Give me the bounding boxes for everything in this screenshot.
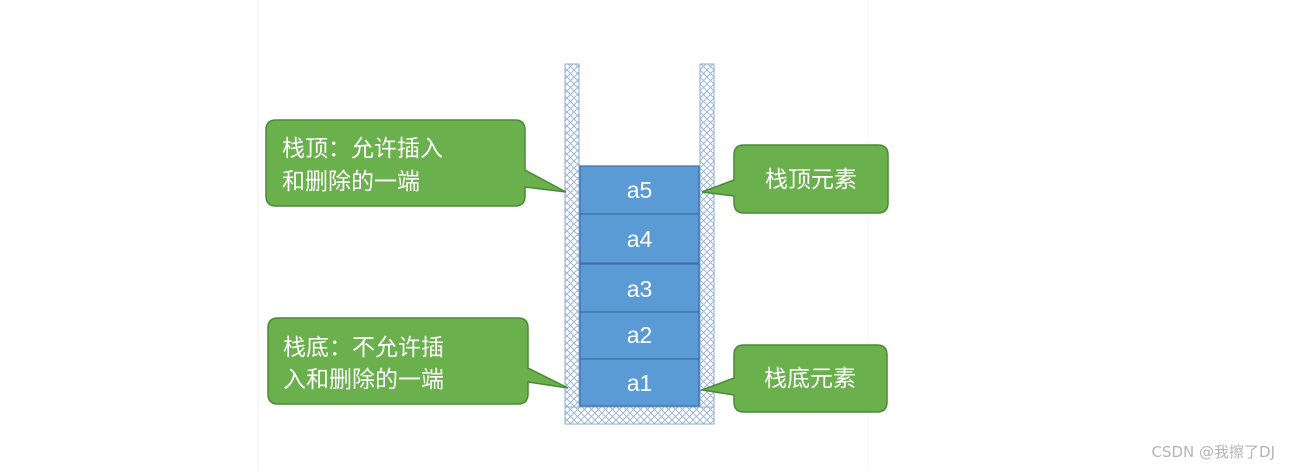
stack-element-label: a1: [627, 370, 653, 396]
stack-element-label: a5: [627, 177, 653, 203]
callout-line: 栈底元素: [764, 366, 856, 392]
callout-bottom-element: 栈底元素: [699, 344, 888, 413]
stack-elements: a5 a4 a3 a2 a1: [579, 165, 700, 407]
container-left-wall: [564, 63, 580, 425]
callout-line: 栈顶元素: [765, 167, 857, 193]
container-right-wall: [699, 63, 715, 425]
watermark: CSDN @我擦了DJ: [1151, 443, 1275, 461]
stack-container: [564, 63, 715, 425]
stack-element-label: a3: [627, 276, 653, 302]
callout-line: 栈顶：允许插入: [282, 136, 443, 162]
callout-line: 栈底：不允许插: [283, 335, 444, 361]
stack-element-label: a4: [627, 226, 653, 252]
callout-top-element: 栈顶元素: [701, 144, 889, 214]
stack-element-a4: a4: [579, 213, 700, 264]
stack-element-a3: a3: [579, 263, 700, 313]
container-bottom: [564, 406, 715, 425]
stack-element-a2: a2: [579, 311, 700, 360]
callout-stack-top-description: 栈顶：允许插入 和删除的一端: [265, 119, 567, 207]
callout-line: 入和删除的一端: [283, 367, 444, 393]
stack-element-a1: a1: [579, 358, 700, 407]
callout-stack-bottom-description: 栈底：不允许插 入和删除的一端: [267, 317, 569, 405]
callout-line: 和删除的一端: [282, 169, 420, 195]
stack-element-a5: a5: [579, 165, 700, 215]
stack-element-label: a2: [627, 322, 653, 348]
